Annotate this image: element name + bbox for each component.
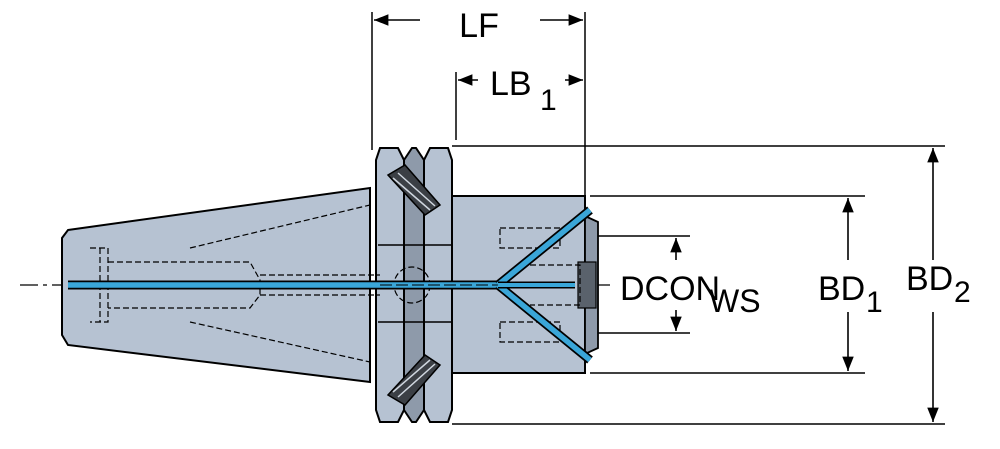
dimension-lines <box>374 14 939 422</box>
lf-label: LF <box>459 7 499 45</box>
svg-text:BD: BD <box>906 260 953 298</box>
lb1-label: LB 1 <box>490 65 557 117</box>
drive-slot-bottom <box>386 354 442 406</box>
dcon-ws-label: DCON WS <box>620 270 761 319</box>
svg-text:2: 2 <box>954 276 971 309</box>
svg-text:DCON: DCON <box>620 270 720 308</box>
svg-text:1: 1 <box>540 84 557 117</box>
drive-slot-top <box>386 164 442 216</box>
bd1-label: BD 1 <box>818 270 883 319</box>
coolant-channel <box>68 206 593 364</box>
extension-lines <box>371 12 945 425</box>
hidden-lines <box>90 204 581 363</box>
svg-text:BD: BD <box>818 270 865 308</box>
svg-text:1: 1 <box>866 286 883 319</box>
svg-text:LB: LB <box>490 65 532 103</box>
svg-text:WS: WS <box>709 283 761 319</box>
bd2-label: BD 2 <box>906 260 971 309</box>
